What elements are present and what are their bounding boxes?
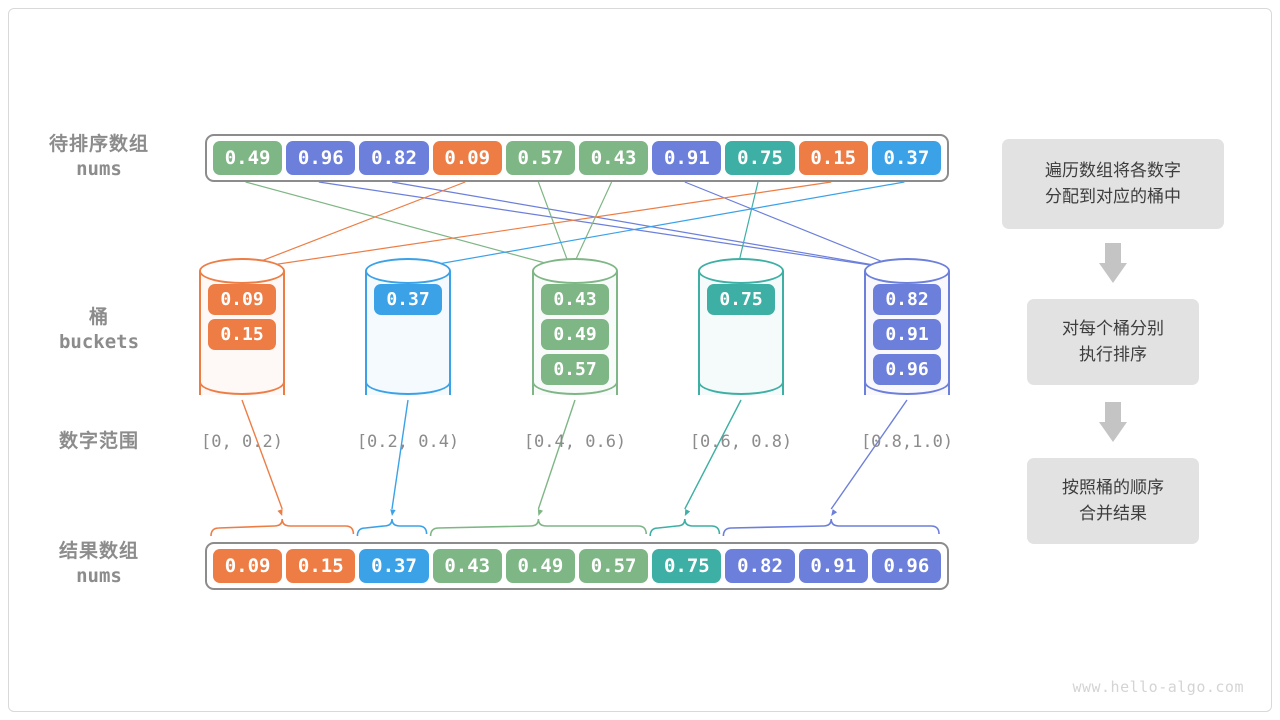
output-array-cell: 0.96 xyxy=(871,549,942,583)
image-frame xyxy=(8,8,1272,712)
bucket-top xyxy=(864,258,950,284)
bucket-range-0: [0, 0.2) xyxy=(201,432,283,452)
input-array-cell: 0.43 xyxy=(579,141,649,175)
output-array-cell: 0.43 xyxy=(432,549,502,583)
input-array-cell: 0.15 xyxy=(798,141,868,175)
note-merge-results: 按照桶的顺序 合并结果 xyxy=(1027,458,1199,544)
output-array-label: 结果数组 nums xyxy=(24,539,174,589)
bucket-item: 0.91 xyxy=(873,319,941,350)
bucket-item: 0.75 xyxy=(707,284,775,315)
bucket-0: 0.09 0.15 xyxy=(199,258,285,408)
input-array-cell: 0.96 xyxy=(286,141,356,175)
bucket-top xyxy=(698,258,784,284)
bucket-top xyxy=(199,258,285,284)
input-array-cell: 0.57 xyxy=(505,141,576,175)
bucket-item: 0.09 xyxy=(208,284,276,315)
output-array-label-cn: 结果数组 xyxy=(58,541,139,562)
ranges-label: 数字范围 xyxy=(24,429,174,454)
input-array-cell: 0.49 xyxy=(213,141,283,175)
note-sort-each-bucket: 对每个桶分别 执行排序 xyxy=(1027,299,1199,385)
buckets-label: 桶 buckets xyxy=(24,305,174,355)
watermark: www.hello-algo.com xyxy=(1072,678,1244,696)
input-array-cell: 0.75 xyxy=(725,141,795,175)
bucket-1: 0.37 xyxy=(365,258,451,408)
bucket-range-2: [0.4, 0.6) xyxy=(523,432,627,452)
note-distribute-line-2: 分配到对应的桶中 xyxy=(1045,187,1181,206)
bucket-item: 0.43 xyxy=(541,284,609,315)
output-array-cell: 0.57 xyxy=(579,549,649,583)
note-distribute-line-1: 遍历数组将各数字 xyxy=(1045,160,1181,180)
output-array-cell: 0.09 xyxy=(213,549,283,583)
bucket-item: 0.15 xyxy=(208,319,276,350)
buckets-label-cn: 桶 xyxy=(88,307,109,328)
output-array-cell: 0.82 xyxy=(725,549,795,583)
bucket-items: 0.09 0.15 xyxy=(208,284,276,350)
output-array-label-en: nums xyxy=(76,565,122,588)
bucket-items: 0.43 0.49 0.57 xyxy=(541,284,609,385)
bucket-bottom xyxy=(199,369,285,395)
bucket-range-1: [0.2, 0.4) xyxy=(356,432,460,452)
input-array-label: 待排序数组 nums xyxy=(24,132,174,182)
bucket-top xyxy=(532,258,618,284)
note-sort-line-2: 执行排序 xyxy=(1079,345,1147,364)
bucket-item: 0.37 xyxy=(374,284,442,315)
bucket-item: 0.49 xyxy=(541,319,609,350)
output-array-cell: 0.37 xyxy=(359,549,429,583)
bucket-bottom xyxy=(532,369,618,395)
bucket-items: 0.75 xyxy=(707,284,775,315)
note-merge-line-1: 按照桶的顺序 xyxy=(1062,477,1164,497)
input-array-label-cn: 待排序数组 xyxy=(48,134,149,155)
output-array-cell: 0.75 xyxy=(652,549,722,583)
bucket-range-4: [0.8,1.0) xyxy=(860,432,954,452)
input-array-cell: 0.09 xyxy=(432,141,502,175)
bucket-item: 0.82 xyxy=(873,284,941,315)
note-distribute: 遍历数组将各数字 分配到对应的桶中 xyxy=(1002,139,1224,229)
bucket-3: 0.75 xyxy=(698,258,784,408)
bucket-item: 0.96 xyxy=(873,354,941,385)
buckets-label-en: buckets xyxy=(58,331,140,354)
note-merge-line-2: 合并结果 xyxy=(1079,504,1147,523)
input-array-cell: 0.91 xyxy=(652,141,722,175)
bucket-2: 0.43 0.49 0.57 xyxy=(532,258,618,408)
bucket-top xyxy=(365,258,451,284)
output-array-cell: 0.49 xyxy=(505,549,576,583)
bucket-range-3: [0.6, 0.8) xyxy=(689,432,793,452)
input-array-cell: 0.82 xyxy=(359,141,429,175)
input-array-label-en: nums xyxy=(76,158,122,181)
bucket-4: 0.82 0.91 0.96 xyxy=(864,258,950,408)
bucket-items: 0.37 xyxy=(374,284,442,315)
output-array-cell: 0.91 xyxy=(798,549,868,583)
bucket-bottom xyxy=(698,369,784,395)
output-array-cell: 0.15 xyxy=(286,549,356,583)
ranges-label-cn: 数字范围 xyxy=(58,431,139,452)
bucket-bottom xyxy=(864,369,950,395)
note-sort-line-1: 对每个桶分别 xyxy=(1062,318,1164,338)
bucket-item: 0.57 xyxy=(541,354,609,385)
bucket-items: 0.82 0.91 0.96 xyxy=(873,284,941,385)
input-array-cell: 0.37 xyxy=(871,141,942,175)
bucket-bottom xyxy=(365,369,451,395)
